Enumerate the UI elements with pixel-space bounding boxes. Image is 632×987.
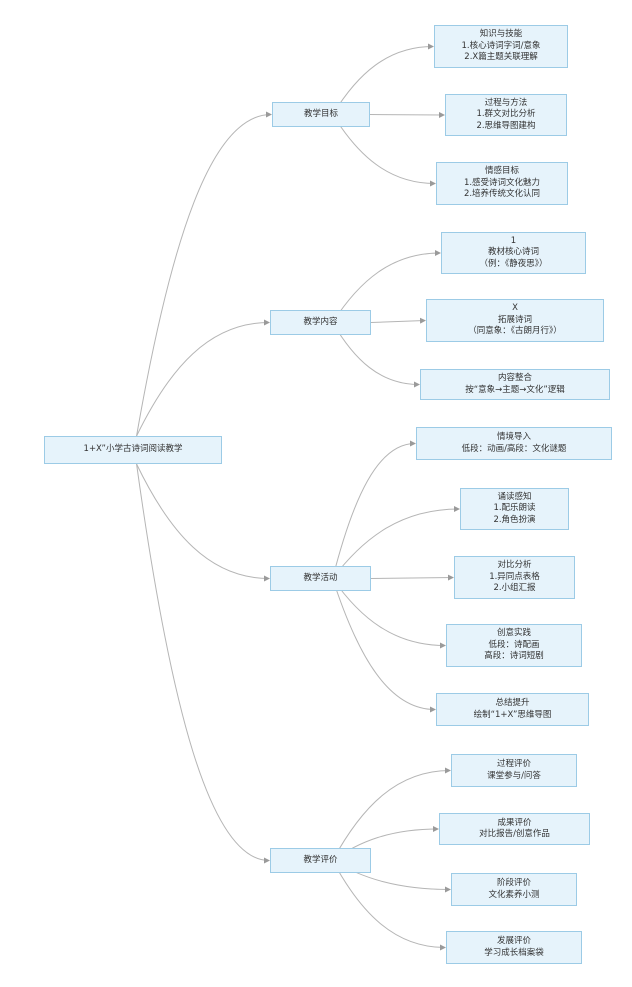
connector-root-eval (136, 463, 270, 864)
evaluation-node: 教学评价 (270, 848, 371, 873)
node-text-line: 知识与技能 (479, 29, 523, 40)
connector-content-c1 (332, 250, 441, 323)
eval-growth-node: 发展评价学习成长档案袋 (446, 931, 582, 964)
node-text-line: 绘制“1+X”思维导图 (473, 709, 552, 720)
node-text-line: 情境导入 (496, 432, 531, 442)
node-text-line: 低段：诗配画 (488, 639, 540, 650)
node-text-line: 过程与方法 (484, 97, 528, 108)
activity-creative-node: 创意实践低段：诗配画高段：诗词短剧 (446, 624, 582, 667)
node-text-line: 1.核心诗词字词/意象 (461, 40, 541, 51)
connector-act-a5 (332, 578, 436, 713)
connector-goals-g3 (332, 114, 436, 187)
node-text-line: 教学评价 (303, 854, 338, 865)
connector-eval-e1 (332, 767, 451, 861)
eval-stage-node: 阶段评价文化素养小测 (451, 873, 577, 906)
node-text-line: 教学内容 (303, 316, 338, 327)
node-text-line: 教学活动 (303, 572, 338, 583)
node-text-line: 发展评价 (496, 936, 531, 946)
content-integrate-node: 内容整合按“意象→主题→文化”逻辑 (420, 369, 610, 400)
connector-goals-g2 (369, 111, 445, 118)
connector-eval-e4 (332, 860, 446, 951)
node-text-line: 1 (510, 235, 517, 246)
node-text-line: 高段：诗词短剧 (484, 651, 544, 662)
root-node: 1+X”小学古诗词阅读教学 (44, 436, 222, 464)
node-text-line: 2.培养传统文化认同 (463, 189, 541, 200)
connector-act-a4 (332, 578, 446, 649)
node-text-line: 1.异同点表格 (489, 571, 540, 582)
node-text-line: （例：《静夜思》） (479, 258, 548, 269)
node-text-line: 过程评价 (496, 759, 531, 769)
connector-root-content (136, 319, 270, 437)
connector-act-a3 (370, 574, 454, 581)
node-text-line: 1.配乐朗读 (493, 503, 536, 514)
eval-process-node: 过程评价课堂参与/问答 (451, 754, 577, 787)
connector-root-goals (136, 111, 272, 437)
node-text-line: 1.群文对比分析 (476, 109, 536, 120)
node-text-line: 诵读感知 (497, 491, 532, 502)
node-text-line: 1+X”小学古诗词阅读教学 (83, 444, 183, 455)
connector-act-a1 (332, 440, 416, 579)
node-text-line: 课堂参与/问答 (487, 770, 541, 781)
eval-result-node: 成果评价对比报告/创意作品 (439, 813, 590, 845)
node-text-line: 2.角色扮演 (493, 514, 536, 525)
node-text-line: 总结提升 (495, 698, 530, 708)
node-text-line: 文化素养小测 (488, 889, 540, 900)
node-text-line: 对比报告/创意作品 (479, 829, 550, 839)
node-text-line: 按“意象→主题→文化”逻辑 (465, 384, 565, 395)
connector-goals-g1 (332, 43, 434, 115)
node-text-line: X (512, 303, 518, 314)
connector-act-a2 (332, 506, 460, 579)
activity-node: 教学活动 (270, 566, 371, 591)
node-text-line: 创意实践 (496, 628, 531, 639)
node-text-line: （同意象：《古朗月行》） (468, 326, 562, 337)
node-text-line: 成果评价 (497, 817, 532, 828)
goals-node: 教学目标 (272, 102, 370, 127)
activity-summary-node: 总结提升绘制“1+X”思维导图 (436, 693, 589, 726)
node-text-line: 对比分析 (497, 560, 532, 571)
node-text-line: 教学目标 (303, 108, 338, 119)
node-text-line: 1.感受诗词文化魅力 (463, 177, 541, 188)
connector-root-act (136, 463, 270, 582)
node-text-line: 2.小组汇报 (493, 583, 536, 594)
node-text-line: 低段：动画/高段：文化谜题 (461, 443, 567, 454)
node-text-line: 拓展诗词 (497, 314, 532, 325)
connector-content-c2 (370, 317, 426, 324)
node-text-line: 内容整合 (497, 373, 532, 383)
activity-intro-node: 情境导入低段：动画/高段：文化谜题 (416, 427, 612, 460)
content-node: 教学内容 (270, 310, 371, 335)
node-text-line: 学习成长档案袋 (484, 947, 544, 958)
node-text-line: 阶段评价 (496, 878, 531, 888)
node-text-line: 教材核心诗词 (487, 247, 539, 258)
node-text-line: 2.X篇主题关联理解 (464, 52, 538, 63)
node-text-line: 情感目标 (484, 166, 519, 177)
node-text-line: 2.思维导图建构 (476, 120, 536, 131)
